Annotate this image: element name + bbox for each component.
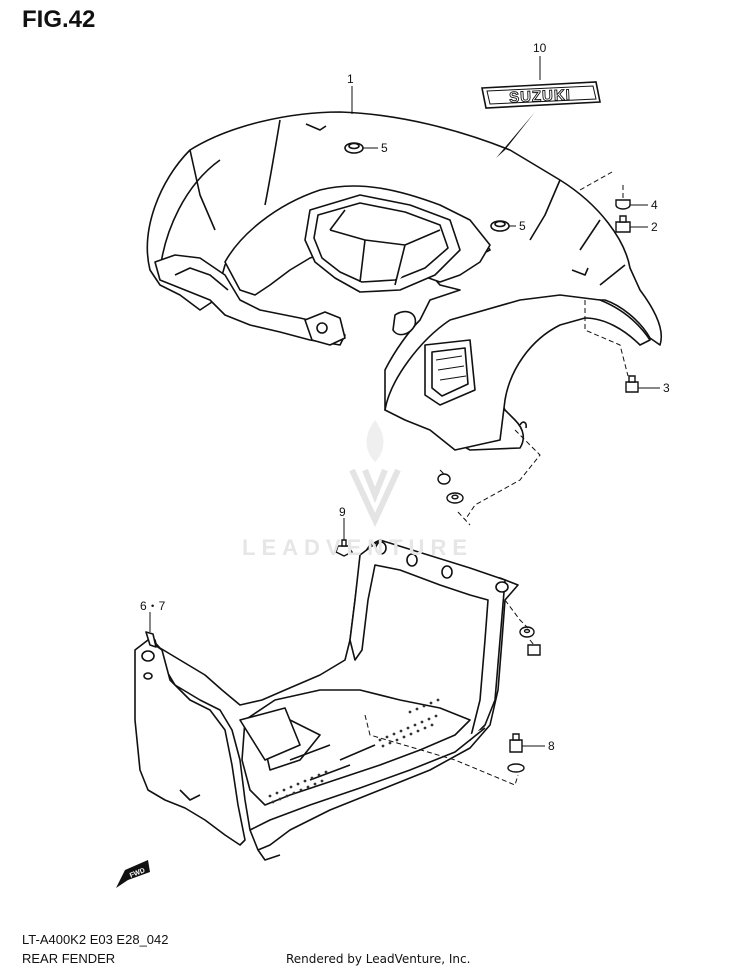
forward-direction-marker: FWD [116,860,150,888]
callout-9: 9 [339,505,346,519]
suzuki-emblem: SUZUKI [481,81,601,158]
figure-title: FIG.42 [22,6,96,33]
leadventure-watermark-logo [349,420,401,528]
callout-10: 10 [533,41,547,55]
callout-5-upper: 5 [381,141,388,155]
callout-3: 3 [663,381,670,395]
callout-6-7: 6・7 [140,599,166,613]
mud-guard-part [134,539,519,861]
leader-lines [149,56,660,786]
hardware-parts [335,199,639,773]
step-perforations [268,698,440,804]
render-credit: Rendered by LeadVenture, Inc. [286,952,471,966]
emblem-label: SUZUKI [509,87,572,107]
callout-4: 4 [651,198,658,212]
callout-5-lower: 5 [519,219,526,233]
callout-1: 1 [347,72,354,86]
model-code: LT-A400K2 E03 E28_042 [22,932,169,947]
callout-8: 8 [548,739,555,753]
callout-2: 2 [651,220,658,234]
rear-fender-part [146,111,662,451]
watermark-text: LEADVENTURE [242,535,474,560]
diagram-name: REAR FENDER [22,951,116,966]
